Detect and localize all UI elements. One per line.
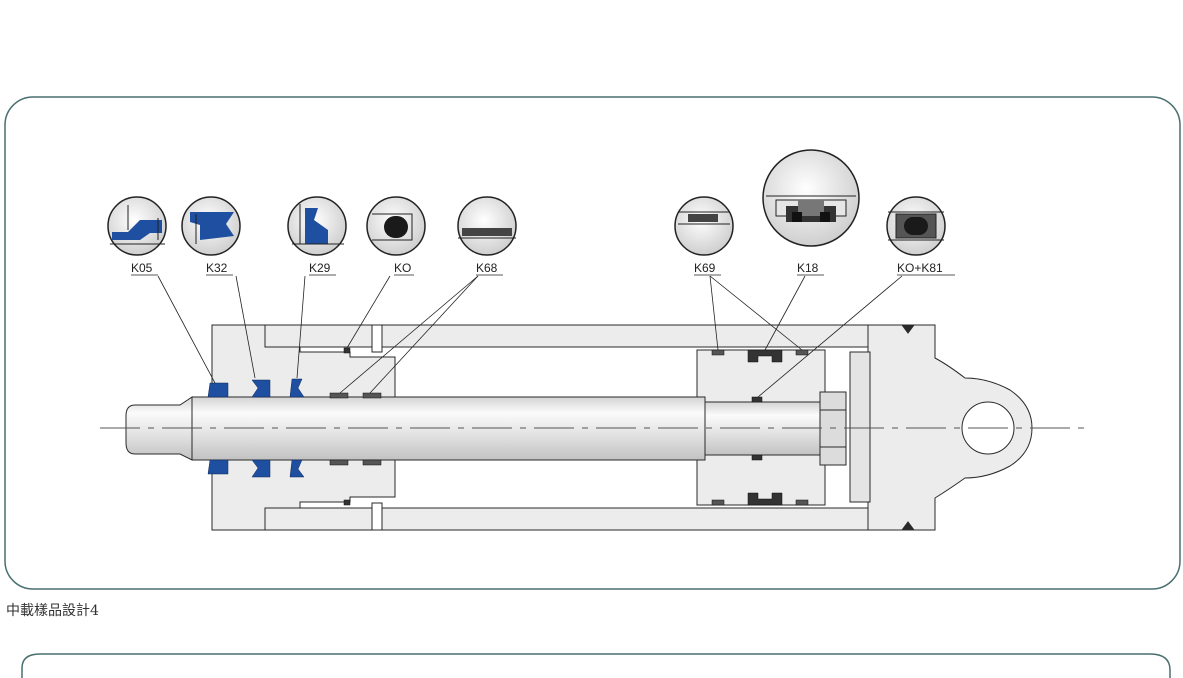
seal-k29-top: [289, 378, 305, 398]
next-panel-frame: [21, 653, 1171, 678]
detail-bubble-k05: [107, 196, 167, 256]
leader-lines: [157, 275, 903, 398]
seal-ko-top: [343, 347, 351, 354]
label-k29: K29: [309, 261, 331, 275]
label-k32: K32: [206, 261, 228, 275]
seal-ko-bottom: [343, 499, 351, 506]
seal-k68-b-top: [362, 392, 382, 399]
seal-k68-a-top: [329, 392, 349, 399]
seal-k29-bottom: [289, 459, 305, 478]
seal-k18-top: [747, 349, 783, 363]
diagram-frame: [4, 96, 1181, 590]
label-k68: K68: [476, 261, 498, 275]
seal-ko-k81-top: [751, 396, 763, 403]
detail-bubble-k32: [181, 196, 241, 256]
seal-k68-a-bottom: [329, 459, 349, 466]
label-ko: KO: [394, 261, 411, 275]
seal-k68-b-bottom: [362, 459, 382, 466]
seal-k69-a-top: [711, 349, 725, 356]
label-k05: K05: [131, 261, 153, 275]
seal-group-dark: [329, 347, 809, 506]
seal-ko-k81-bottom: [751, 454, 763, 461]
detail-bubble-k18: [762, 149, 860, 247]
seal-k05-top: [207, 382, 229, 398]
seal-k32-top: [251, 379, 271, 398]
label-ko-k81: KO+K81: [897, 261, 943, 275]
tube-bottom-wall: [264, 507, 906, 531]
rear-cap-inner: [849, 351, 871, 503]
tube-top-wall: [264, 324, 906, 348]
labels: K05 K32 K29 KO K68 K69 K18 KO+K81: [131, 261, 955, 276]
detail-bubble-k29: [287, 196, 347, 256]
seal-k05-bottom: [207, 459, 229, 475]
seal-k69-a-bottom: [711, 499, 725, 506]
detail-bubble-k69: [674, 196, 734, 256]
seal-k69-b-bottom: [795, 499, 809, 506]
label-k69: K69: [694, 261, 716, 275]
detail-bubble-k68: [457, 196, 517, 256]
seal-k69-b-top: [795, 349, 809, 356]
rod-end: [125, 396, 193, 461]
detail-bubble-ko: [366, 196, 426, 256]
seal-k32-bottom: [251, 459, 271, 478]
diagram-caption: 中載樣品設計4: [6, 603, 99, 619]
label-k18: K18: [797, 261, 819, 275]
detail-bubble-ko-k81: [886, 196, 946, 256]
seal-group-gland: [207, 378, 305, 478]
seal-k18-bottom: [747, 492, 783, 506]
